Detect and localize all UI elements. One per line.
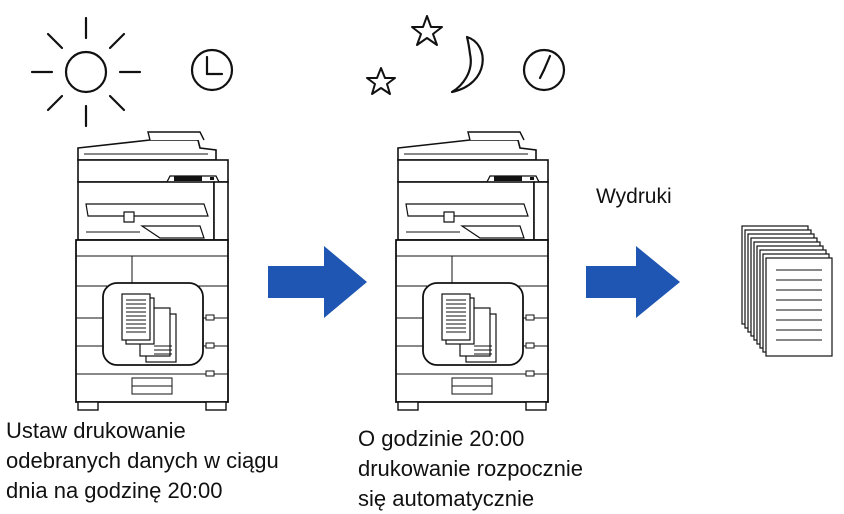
sun-icon	[30, 16, 142, 128]
caption-line: drukowanie rozpocznie	[358, 456, 584, 481]
printer-day-illustration	[75, 131, 229, 411]
paper-stack-icon	[741, 225, 833, 357]
caption-line: odebranych danych w ciągu	[6, 448, 279, 473]
night-clock-icon	[522, 48, 566, 92]
arrow-icon	[268, 246, 367, 318]
printer-night-illustration	[395, 131, 549, 411]
caption-line: dnia na godzinę 20:00	[6, 478, 223, 503]
caption-line: O godzinie 20:00	[358, 426, 525, 451]
arrow-icon	[586, 246, 680, 318]
star-icon	[366, 15, 443, 95]
caption-auto-print: O godzinie 20:00 drukowanie rozpocznie s…	[358, 424, 583, 514]
day-clock-icon	[190, 48, 234, 92]
moon-icon	[450, 35, 484, 94]
caption-set-schedule: Ustaw drukowanie odebranych danych w cią…	[6, 416, 279, 506]
caption-line: Ustaw drukowanie	[6, 418, 186, 443]
caption-line: się automatycznie	[358, 486, 535, 511]
prints-label: Wydruki	[596, 185, 672, 208]
